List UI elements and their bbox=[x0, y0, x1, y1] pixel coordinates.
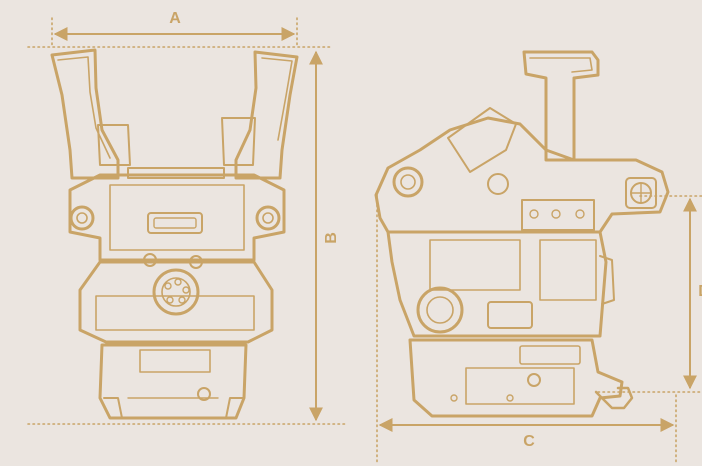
front-nameplate bbox=[147, 212, 203, 234]
front-base-window bbox=[139, 349, 211, 373]
side-rotator-motor-center bbox=[426, 296, 454, 324]
front-right-foot bbox=[225, 397, 245, 419]
dimension-c-label: C bbox=[523, 433, 535, 450]
front-left-pin-center bbox=[76, 212, 88, 224]
dimension-a: A bbox=[27, 10, 331, 48]
dimension-d-label: D bbox=[698, 283, 702, 300]
side-base-bolt bbox=[527, 373, 541, 387]
front-body-inner-panel bbox=[109, 184, 245, 251]
front-connector-port-2 bbox=[174, 278, 182, 286]
side-valve-port-3 bbox=[575, 209, 585, 219]
front-left-pin bbox=[69, 205, 95, 231]
front-base bbox=[98, 343, 248, 420]
side-gear-box bbox=[487, 301, 533, 329]
front-lower-housing-inner bbox=[95, 295, 255, 331]
front-left-arm bbox=[50, 48, 120, 180]
side-rear-stub bbox=[599, 255, 615, 305]
front-connector-port-3 bbox=[182, 286, 190, 294]
side-front-eye-center bbox=[400, 174, 416, 190]
front-base-bolt bbox=[197, 387, 211, 401]
side-valve-port-2 bbox=[551, 209, 561, 219]
side-base-label-plate bbox=[519, 345, 581, 365]
side-rear-plate bbox=[625, 177, 657, 209]
side-base-window bbox=[465, 367, 575, 405]
side-base-rivet-2 bbox=[506, 394, 514, 402]
side-coupler-block bbox=[447, 107, 517, 173]
front-left-hinge bbox=[97, 124, 131, 166]
dimension-a-label: A bbox=[169, 10, 181, 27]
front-nameplate-inner bbox=[153, 217, 197, 229]
front-right-arm bbox=[234, 50, 299, 180]
side-rotator-motor bbox=[416, 286, 464, 334]
front-right-pin bbox=[255, 205, 281, 231]
side-motor-housing bbox=[429, 239, 521, 291]
front-connector-inner bbox=[161, 277, 191, 307]
front-connector-ring bbox=[152, 268, 200, 316]
dimension-b: B bbox=[27, 50, 346, 425]
side-hook bbox=[594, 386, 634, 410]
front-connector-port-4 bbox=[178, 296, 186, 304]
front-right-pin-center bbox=[262, 212, 274, 224]
side-hydraulic-panel bbox=[539, 239, 597, 301]
front-main-body bbox=[68, 173, 286, 262]
side-mid-pin bbox=[487, 173, 509, 195]
front-connector-port-5 bbox=[166, 296, 174, 304]
side-valve-port-1 bbox=[529, 209, 539, 219]
side-front-eye bbox=[392, 166, 424, 198]
front-connector-port-1 bbox=[164, 282, 172, 290]
side-upper-tube bbox=[522, 50, 600, 162]
front-left-foot bbox=[103, 397, 123, 419]
front-small-fitting-left bbox=[143, 253, 157, 267]
side-upper-tube-inner bbox=[529, 57, 593, 73]
dimension-c: C bbox=[376, 194, 677, 463]
side-base-rivet-1 bbox=[450, 394, 458, 402]
dimension-b-label: B bbox=[323, 232, 340, 244]
front-left-arm-inner bbox=[57, 56, 111, 159]
front-lower-housing bbox=[78, 260, 274, 344]
side-middle-body bbox=[386, 230, 608, 338]
side-view-drawing bbox=[374, 50, 670, 418]
side-valve-block bbox=[521, 199, 595, 231]
front-small-fitting-right bbox=[189, 255, 203, 269]
side-lower-base bbox=[408, 338, 624, 418]
front-right-arm-inner bbox=[261, 57, 293, 141]
front-view-drawing bbox=[50, 48, 299, 420]
side-rear-eye bbox=[630, 182, 652, 204]
front-right-hinge bbox=[221, 117, 256, 166]
